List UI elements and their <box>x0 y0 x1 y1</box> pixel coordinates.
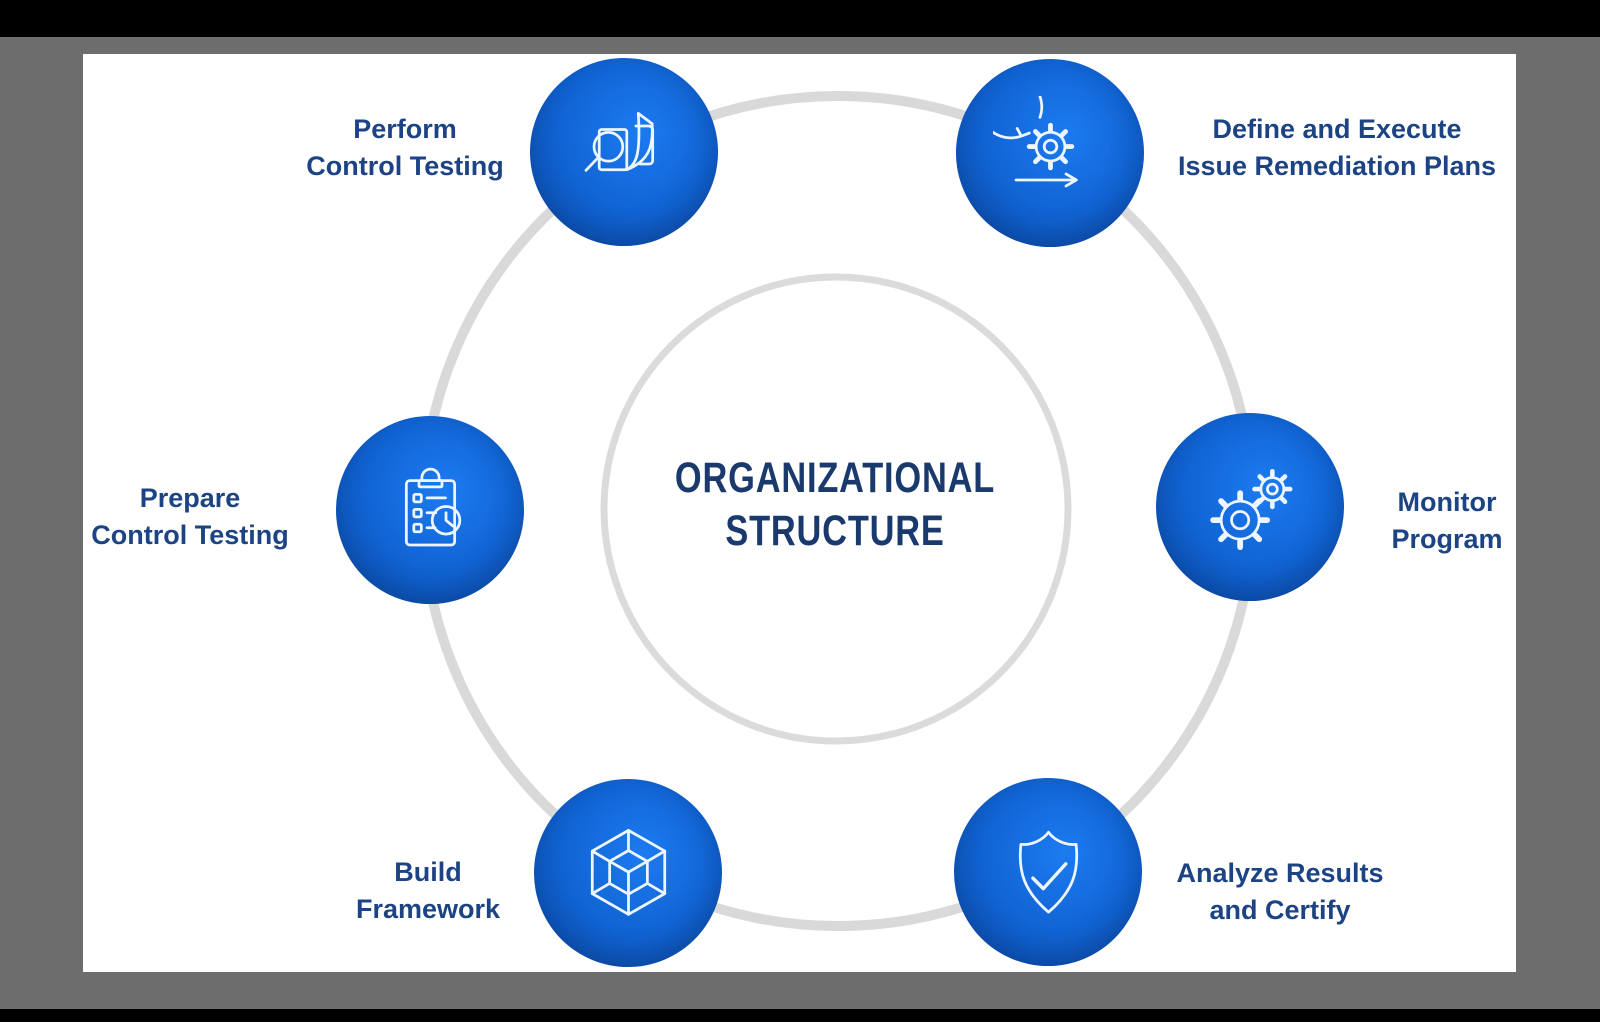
label-line: and Certify <box>1209 895 1351 925</box>
diagram-panel: ORGANIZATIONAL STRUCTURE <box>83 54 1516 972</box>
label-line: Perform <box>353 114 457 144</box>
label-define-and-execute-issue-remediation-plans: Define and Execute Issue Remediation Pla… <box>1178 111 1496 185</box>
label-line: Prepare <box>139 483 241 513</box>
inner-ring <box>600 273 1072 745</box>
gears-icon <box>1209 468 1292 550</box>
label-line: Analyze Results <box>1176 858 1384 888</box>
label-line: Control Testing <box>91 520 289 550</box>
label-line: Control Testing <box>306 151 504 181</box>
title-line-1: ORGANIZATIONAL <box>674 454 996 502</box>
label-line: Issue Remediation Plans <box>1177 151 1497 181</box>
label-line: Define and Execute <box>1212 114 1462 144</box>
label-analyze-results-and-certify: Analyze Results and Certify <box>1176 855 1383 929</box>
label-line: Framework <box>355 894 501 924</box>
node-perform-control-testing <box>530 58 718 246</box>
shield-check-icon <box>1018 830 1078 914</box>
node-prepare-control-testing <box>336 416 524 604</box>
title-line-2: STRUCTURE <box>725 507 945 555</box>
clipboard-checklist-clock-icon <box>404 467 461 546</box>
node-monitor-program <box>1156 413 1344 601</box>
diagram-title: ORGANIZATIONAL STRUCTURE <box>635 452 1035 558</box>
node-analyze-results-and-certify <box>954 778 1142 966</box>
label-line: Program <box>1391 524 1503 554</box>
label-line: Build <box>394 857 462 887</box>
label-build-framework: Build Framework <box>356 854 500 928</box>
label-prepare-control-testing: Prepare Control Testing <box>91 480 288 554</box>
cube-wireframe-icon <box>590 828 666 916</box>
node-define-and-execute-issue-remediation-plans <box>956 59 1144 247</box>
label-monitor-program: Monitor Program <box>1391 484 1502 558</box>
label-line: Monitor <box>1397 487 1497 517</box>
node-build-framework <box>534 779 722 967</box>
book-search-icon <box>584 111 654 172</box>
label-perform-control-testing: Perform Control Testing <box>306 111 503 185</box>
iteration-gear-arrow-icon <box>992 95 1078 187</box>
